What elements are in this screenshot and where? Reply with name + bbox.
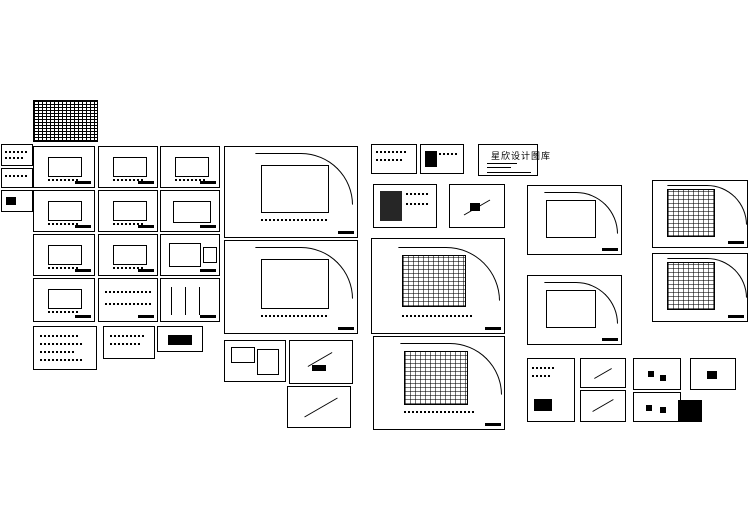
- drawing-sheet-axonometric-a: [289, 340, 353, 384]
- drawing-sheet-riser-r4c3: [160, 278, 220, 322]
- drawing-sheet-floorplan-r1c2: [98, 146, 158, 188]
- drawing-sheet-plan-e: [652, 180, 748, 248]
- drawing-sheet-floorplan-r1c1: [33, 146, 95, 188]
- title-block-sheet: 星欣设计图库: [478, 144, 550, 176]
- drawing-sheet-floorplan-r2c1: [33, 190, 95, 232]
- drawing-sheet-small-notes-a: [1, 144, 33, 166]
- drawing-sheet-detail-c: [633, 358, 681, 390]
- drawing-sheet-riser-r4c2: [98, 278, 158, 322]
- drawing-sheet-index-table: [33, 100, 98, 142]
- title-block-label: 星欣设计图库: [491, 152, 552, 162]
- drawing-sheet-notes-2: [103, 326, 155, 359]
- drawing-sheet-floorplan-r3c2: [98, 234, 158, 276]
- drawing-sheet-plan-d: [527, 275, 622, 345]
- drawing-sheet-detail-axon-a: [580, 358, 626, 388]
- drawing-sheet-notes-3: [157, 326, 203, 352]
- drawing-sheet-detail-d: [633, 392, 681, 422]
- drawing-sheet-floorplan-r2c2: [98, 190, 158, 232]
- drawing-sheet-legend-b: [420, 144, 464, 174]
- drawing-sheet-ground-floorplan: [224, 146, 358, 238]
- drawing-sheet-floorplan-r2c3: [160, 190, 220, 232]
- drawing-sheet-floorplan-r1c3: [160, 146, 220, 188]
- drawing-sheet-upper-floorplan: [224, 240, 358, 334]
- drawing-sheet-sprinkler-plan-a: [371, 238, 505, 334]
- drawing-sheet-small-notes-b: [1, 168, 33, 188]
- drawing-sheet-detail-axon-b: [580, 390, 626, 422]
- drawing-sheet-floorplan-r3c1: [33, 234, 95, 276]
- drawing-sheet-details-a: [224, 340, 286, 382]
- drawing-sheet-axonometric-c: [449, 184, 505, 228]
- drawing-sheet-sprinkler-plan-b: [373, 336, 505, 430]
- drawing-sheet-design-notes: [373, 184, 437, 228]
- drawing-sheet-notes-1: [33, 326, 97, 370]
- drawing-sheet-detail-f: [678, 400, 702, 422]
- drawing-sheet-floorplan-r4c1: [33, 278, 95, 322]
- drawing-sheet-axonometric-b: [287, 386, 351, 428]
- drawing-sheet-plan-f: [652, 253, 748, 322]
- drawing-sheet-small-notes-c: [1, 190, 33, 212]
- drawing-sheet-detail-e: [690, 358, 736, 390]
- drawing-sheet-legend-a: [371, 144, 417, 174]
- drawing-sheet-floorplan-r3c3: [160, 234, 220, 276]
- drawing-sheet-detail-notes: [527, 358, 575, 422]
- drawing-sheet-plan-c: [527, 185, 622, 255]
